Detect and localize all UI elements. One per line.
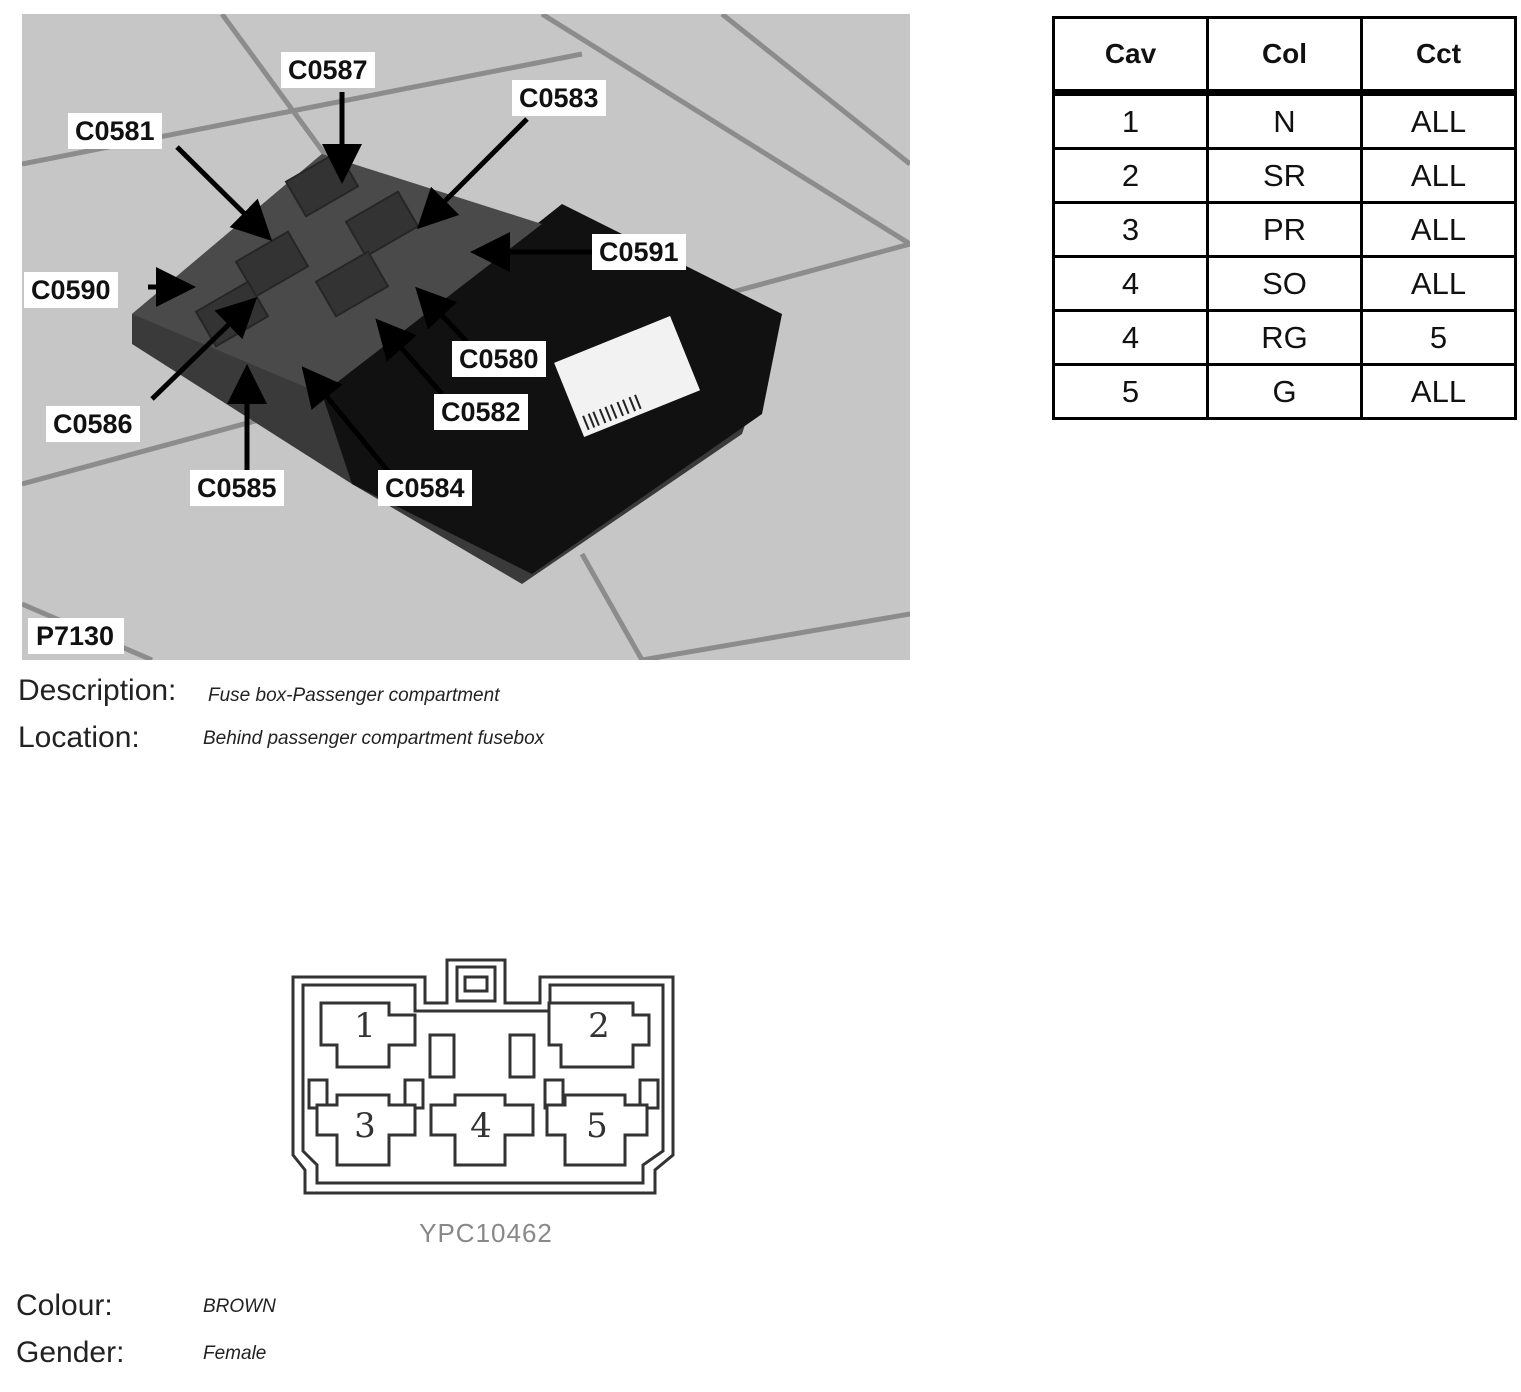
cavity-5	[545, 1093, 649, 1167]
arrow-c0583	[416, 117, 529, 230]
table-row: 1 N ALL	[1052, 91, 1517, 150]
fuse-box-photo: C0587 C0583 C0581 C0591 C0590 C0580 C058…	[22, 14, 910, 660]
cell-cav: 3	[1052, 201, 1209, 258]
cell-cct: ALL	[1360, 147, 1517, 204]
header-col: Col	[1206, 16, 1363, 96]
table-row: 2 SR ALL	[1052, 147, 1517, 204]
callout-c0590: C0590	[24, 272, 118, 308]
cell-cct: ALL	[1360, 91, 1517, 150]
cell-cav: 5	[1052, 363, 1209, 420]
callout-c0586: C0586	[46, 406, 140, 442]
callout-c0583: C0583	[512, 80, 606, 116]
gender-label: Gender:	[16, 1336, 125, 1369]
callout-c0581: C0581	[68, 113, 162, 149]
header-cct: Cct	[1360, 16, 1517, 96]
cavity-number-3: 3	[354, 1106, 376, 1146]
description-value: Fuse box-Passenger compartment	[208, 685, 500, 706]
cell-col: N	[1206, 91, 1363, 150]
callout-c0580: C0580	[452, 341, 546, 377]
cell-col: SO	[1206, 255, 1363, 312]
callout-c0582: C0582	[434, 394, 528, 430]
header-cav: Cav	[1052, 16, 1209, 96]
arrow-c0582	[375, 318, 444, 396]
cell-cav: 4	[1052, 255, 1209, 312]
cell-cct: ALL	[1360, 201, 1517, 258]
cell-cct: 5	[1360, 309, 1517, 366]
table-row: 5 G ALL	[1052, 363, 1517, 420]
callout-c0587: C0587	[281, 52, 375, 88]
cavity-number-5: 5	[586, 1106, 608, 1146]
cavity-4	[429, 1093, 535, 1167]
cavity-number-4: 4	[470, 1106, 492, 1146]
arrow-c0584	[301, 366, 394, 478]
cavity-number-2: 2	[588, 1006, 610, 1046]
callout-c0584: C0584	[378, 470, 472, 506]
callout-c0585: C0585	[190, 470, 284, 506]
cavity-3	[315, 1093, 417, 1167]
arrow-c0586	[150, 297, 258, 401]
location-label: Location:	[18, 721, 140, 754]
callout-arrows	[148, 92, 600, 478]
description-label: Description:	[18, 674, 177, 707]
arrow-c0581	[175, 145, 273, 242]
connector-face-diagram: 1 2 3 4 5	[291, 958, 675, 1195]
connector-part-number: YPC10462	[419, 1218, 553, 1248]
location-value: Behind passenger compartment fusebox	[203, 728, 545, 749]
table-row: 4 RG 5	[1052, 309, 1517, 366]
cavity-2	[547, 1001, 651, 1069]
table-header-row: Cav Col Cct	[1052, 16, 1517, 96]
table-row: 4 SO ALL	[1052, 255, 1517, 312]
cell-col: RG	[1206, 309, 1363, 366]
cell-cav: 1	[1052, 91, 1209, 150]
cell-col: PR	[1206, 201, 1363, 258]
table-row: 3 PR ALL	[1052, 201, 1517, 258]
gender-value: Female	[203, 1343, 267, 1364]
callout-c0591: C0591	[592, 234, 686, 270]
colour-label: Colour:	[16, 1289, 113, 1322]
cell-col: SR	[1206, 147, 1363, 204]
arrow-c0580	[415, 286, 469, 344]
cell-col: G	[1206, 363, 1363, 420]
cavity-1	[319, 1001, 417, 1069]
pinout-table: Cav Col Cct 1 N ALL 2 SR ALL 3 PR ALL 4 …	[1052, 16, 1517, 420]
cell-cct: ALL	[1360, 363, 1517, 420]
cell-cav: 2	[1052, 147, 1209, 204]
cavity-number-1: 1	[354, 1006, 376, 1046]
colour-value: BROWN	[203, 1296, 276, 1317]
cell-cav: 4	[1052, 309, 1209, 366]
photo-reference-id: P7130	[28, 618, 125, 654]
cell-cct: ALL	[1360, 255, 1517, 312]
